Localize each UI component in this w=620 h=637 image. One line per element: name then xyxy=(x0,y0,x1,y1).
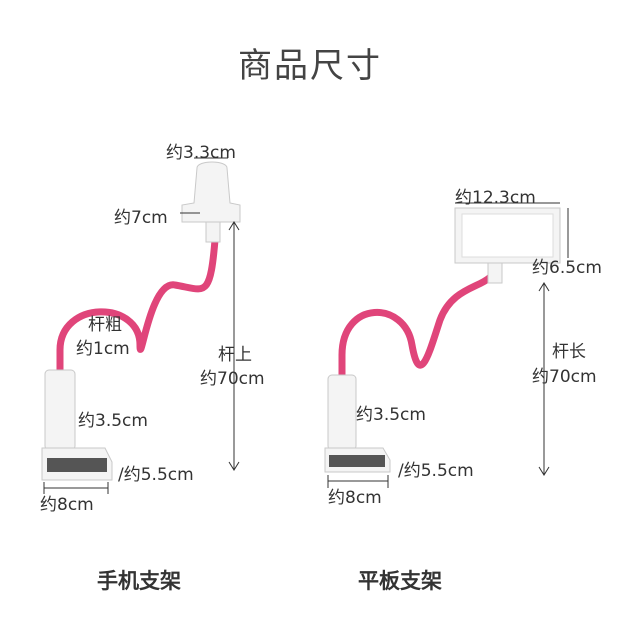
phone-base-height-label: 约3.5cm xyxy=(78,411,148,431)
phone-holder-caption: 手机支架 xyxy=(97,569,181,593)
tablet-rod-length-value: 约70cm xyxy=(532,367,597,387)
phone-clamp-jaw xyxy=(47,458,107,472)
tablet-clip-height-label: 约6.5cm xyxy=(532,258,602,278)
phone-base-width-label: 约8cm xyxy=(40,495,94,515)
phone-dimension-lines xyxy=(43,157,240,494)
phone-base-column xyxy=(44,369,76,451)
tablet-rod-length-title: 杆长 xyxy=(552,342,586,362)
tablet-clamp-opening-label: /约5.5cm xyxy=(398,461,474,481)
tablet-dimension-lines xyxy=(327,202,569,488)
tablet-gooseneck-tube xyxy=(338,261,499,382)
tablet-base-height-label: 约3.5cm xyxy=(356,405,426,425)
tablet-base-width-label: 约8cm xyxy=(328,488,382,508)
phone-clamp-opening-label: /约5.5cm xyxy=(118,465,194,485)
tablet-clip-width-label: 约12.3cm xyxy=(455,188,536,208)
phone-holder-drawing xyxy=(41,161,241,481)
phone-clip-height-label: 约7cm xyxy=(114,208,168,228)
phone-gooseneck-tube xyxy=(56,236,219,379)
tablet-base-column xyxy=(327,374,357,451)
phone-rod-thickness-value: 约1cm xyxy=(76,339,130,359)
tablet-clip-neck xyxy=(487,262,503,284)
phone-rod-thickness-title: 杆粗 xyxy=(88,315,122,335)
phone-rod-length-value: 约70cm xyxy=(200,369,265,389)
phone-clip-width-label: 约3.3cm xyxy=(166,143,236,163)
phone-rod-length-title: 杆上 xyxy=(218,345,252,365)
tablet-holder-drawing xyxy=(324,207,561,473)
tablet-clip-inner xyxy=(461,213,554,258)
tablet-holder-caption: 平板支架 xyxy=(358,569,442,593)
phone-clip-head xyxy=(181,161,241,223)
tablet-clamp-jaw xyxy=(329,455,385,467)
page-title: 商品尺寸 xyxy=(238,46,382,86)
phone-clip-neck xyxy=(205,221,221,243)
